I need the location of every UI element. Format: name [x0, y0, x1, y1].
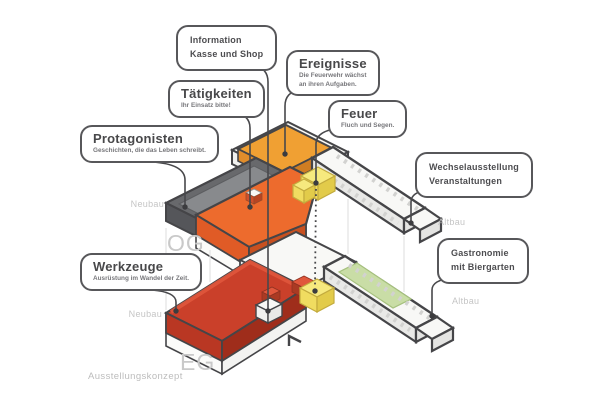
callout-subtitle: Ihr Einsatz bitte!: [181, 101, 231, 109]
callout-wechselausstellung: Wechselausstellung Veranstaltungen: [415, 152, 533, 198]
callout-subtitle: Ausrüstung im Wandel der Zeit.: [93, 274, 189, 282]
label-floor-og: OG: [167, 230, 205, 256]
callout-gastronomie: Gastronomie mit Biergarten: [437, 238, 529, 284]
feuer-floor-link-dotted: [314, 188, 317, 287]
leader-protagonisten: [151, 161, 186, 207]
altbau-wing-eg: [321, 254, 456, 353]
callout-protagonisten: Protagonisten Geschichten, die das Leben…: [80, 125, 219, 163]
callout-title: Protagonisten: [93, 131, 183, 146]
callout-taetigkeiten: Tätigkeiten Ihr Einsatz bitte!: [168, 80, 265, 118]
callout-ereignisse: Ereignisse Die Feuerwehr wächst an ihren…: [286, 50, 380, 97]
eg-floor-group: [163, 230, 456, 376]
callout-title: Werkzeuge: [93, 259, 164, 274]
callout-line: mit Biergarten: [451, 261, 515, 272]
callout-line: Kasse und Shop: [190, 48, 264, 59]
leader-dots: [173, 151, 435, 319]
window-row: [318, 169, 400, 225]
callout-feuer: Feuer Fluch und Segen.: [328, 100, 408, 138]
label-altbau-og: Altbau: [438, 217, 466, 227]
callout-title: Tätigkeiten: [181, 86, 252, 101]
callout-line: Information: [190, 35, 242, 45]
label-altbau-eg: Altbau: [452, 296, 480, 306]
callout-line: Wechselausstellung: [429, 162, 519, 172]
label-neubau-og: Neubau: [130, 199, 164, 209]
callout-title: Ereignisse: [299, 56, 367, 71]
feuer-box-og: [291, 166, 337, 205]
callout-line: Gastronomie: [451, 248, 509, 258]
callout-line: Veranstaltungen: [429, 175, 503, 186]
red-rim-wall: [169, 259, 304, 314]
label-neubau-eg: Neubau: [128, 309, 162, 319]
callout-subtitle: Geschichten, die das Leben schreibt.: [93, 146, 206, 154]
corner-mark: [287, 334, 302, 346]
diagram-caption: Ausstellungskonzept: [88, 371, 183, 382]
callout-subtitle: an ihren Aufgaben.: [299, 80, 357, 88]
callout-subtitle: Fluch und Segen.: [341, 121, 395, 129]
callout-information: Information Kasse und Shop: [176, 25, 278, 71]
callout-title: Feuer: [341, 106, 378, 121]
label-floor-eg: EG: [180, 349, 216, 375]
callout-werkzeuge: Werkzeuge Ausrüstung im Wandel der Zeit.: [80, 253, 202, 291]
biergarten-area: [337, 262, 413, 309]
callout-subtitle: Die Feuerwehr wächst: [299, 71, 367, 79]
feuer-box-eg: [298, 278, 336, 313]
entrance-box: [254, 297, 284, 325]
